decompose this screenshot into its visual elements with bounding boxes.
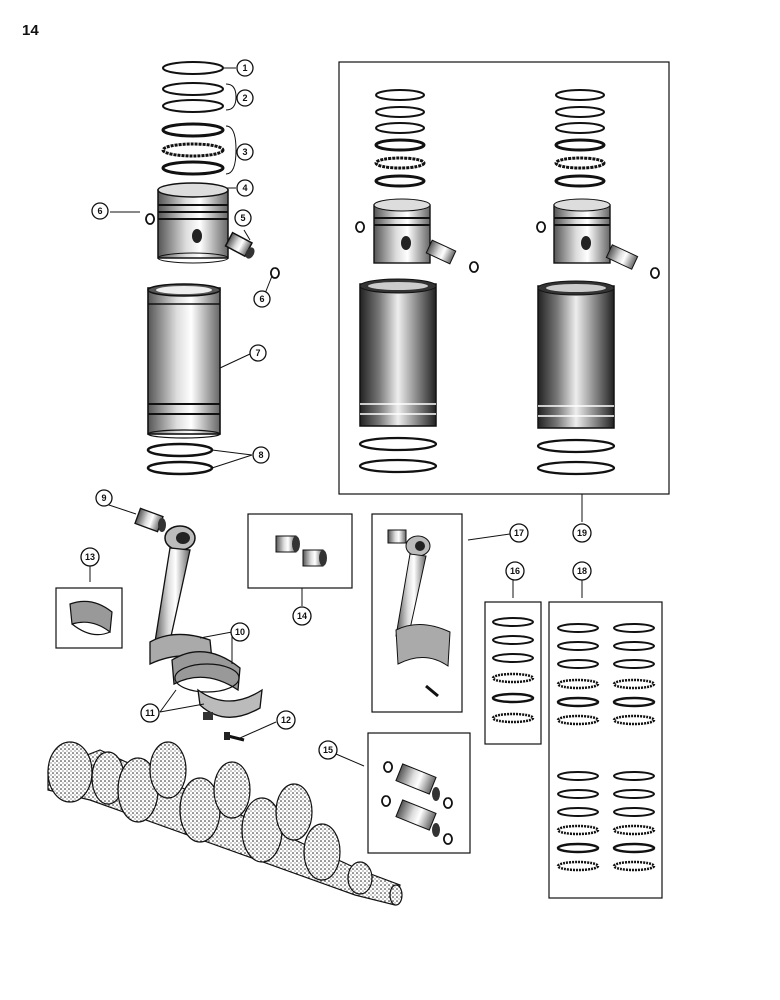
rod-bolt-12 (224, 732, 245, 742)
callout-8 (252, 446, 270, 464)
callout-9 (95, 489, 113, 507)
snap-ring-right (270, 267, 280, 279)
rod-cap (197, 688, 263, 720)
pin-kit-15 (381, 761, 453, 845)
kit-19-right-piston (536, 198, 660, 279)
callout-12 (276, 710, 296, 730)
callout-label-4: 4 (242, 183, 247, 193)
callout-label-6a: 6 (97, 206, 102, 216)
connecting-rod-10 (149, 525, 213, 666)
callout-label-11: 11 (145, 708, 155, 718)
callout-5 (234, 209, 252, 227)
kit-19-right-orings (536, 438, 616, 476)
sleeve-kit-box-19 (338, 61, 670, 495)
callout-label-12: 12 (281, 715, 291, 725)
callout-label-9: 9 (101, 493, 106, 503)
ring-oil-3a (161, 122, 225, 138)
bushings-14 (275, 535, 327, 567)
piston-group (157, 182, 229, 264)
bearing-13 (69, 600, 113, 636)
callout-label-19: 19 (577, 528, 587, 538)
o-rings-8 (146, 442, 214, 476)
callout-label-8: 8 (258, 450, 263, 460)
piston-pin-5 (224, 231, 255, 259)
kit-19-right-rings (554, 89, 606, 188)
rod-kit-box-17 (371, 513, 463, 713)
callout-label-17: 17 (514, 528, 524, 538)
ring-compression-2b (162, 99, 224, 113)
piston-rings-group (161, 61, 225, 176)
kit-19-left-piston (355, 198, 479, 273)
callout-1 (236, 59, 254, 77)
callout-18 (572, 561, 592, 581)
bushing-9 (134, 507, 166, 533)
callout-6b (253, 290, 271, 308)
callout-17 (509, 523, 529, 543)
callout-3 (236, 143, 254, 161)
cylinder-sleeve-7 (147, 283, 221, 439)
ring-set-16 (491, 617, 535, 724)
ring-top-1 (162, 61, 224, 75)
callout-16 (505, 561, 525, 581)
callout-13 (80, 547, 100, 567)
callout-label-7: 7 (255, 348, 260, 358)
bearing-box-13 (55, 587, 123, 649)
callout-10 (230, 622, 250, 642)
callout-14 (292, 606, 312, 626)
callout-label-18: 18 (577, 566, 587, 576)
callout-label-16: 16 (510, 566, 520, 576)
ring-set-18 (556, 623, 656, 872)
callout-6a (91, 202, 109, 220)
callout-label-13: 13 (85, 552, 95, 562)
callout-7 (249, 344, 267, 362)
ring-oil-3b (161, 142, 225, 158)
callout-2 (236, 89, 254, 107)
callout-label-6b: 6 (259, 294, 264, 304)
leader-lines (89, 67, 583, 767)
callout-label-2: 2 (242, 93, 247, 103)
ring-oil-3c (161, 160, 225, 176)
kit-19-right-sleeve (537, 280, 615, 429)
snap-ring-left (145, 213, 155, 225)
callout-4 (236, 179, 254, 197)
ring-compression-2a (162, 82, 224, 96)
crankshaft (47, 741, 403, 906)
ring-set-box-18 (548, 601, 663, 899)
rod-bearing-11 (171, 651, 241, 693)
pin-kit-box-15 (367, 732, 471, 854)
callout-label-1: 1 (242, 63, 247, 73)
ring-set-box-16 (484, 601, 542, 745)
rod-kit-17 (387, 529, 451, 698)
callout-label-10: 10 (235, 627, 245, 637)
callout-19 (572, 523, 592, 543)
kit-19-left-rings (374, 89, 426, 188)
callout-labels: 1 2 3 4 5 6 6 7 8 9 10 11 12 13 14 15 16… (85, 63, 587, 755)
piston-pin-bore (192, 229, 202, 243)
callouts (80, 59, 592, 760)
callout-label-3: 3 (242, 147, 247, 157)
page-number: 14 (22, 22, 39, 39)
callout-15 (318, 740, 338, 760)
callout-11 (140, 703, 160, 723)
bushing-box-14 (247, 513, 353, 589)
kit-19-left-sleeve (359, 278, 437, 427)
callout-label-5: 5 (240, 213, 245, 223)
callout-label-14: 14 (297, 611, 307, 621)
callout-label-15: 15 (323, 745, 333, 755)
kit-19-left-orings (358, 436, 438, 474)
